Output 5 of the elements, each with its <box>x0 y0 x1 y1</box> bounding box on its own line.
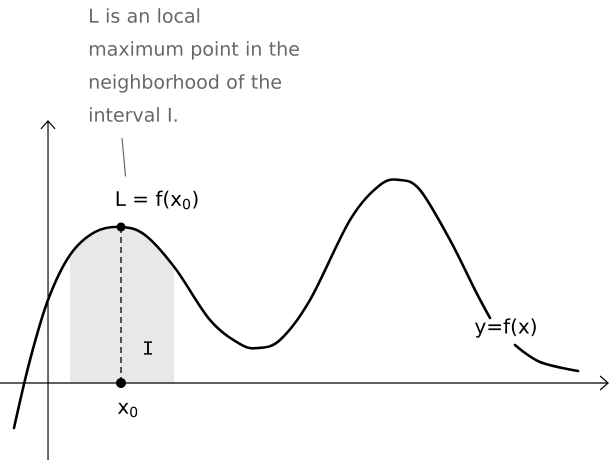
axis-label: x$_{0}$ <box>118 402 138 418</box>
point-label: L = f(x$_{0}$) <box>116 190 198 210</box>
leader-line <box>121 138 126 177</box>
function-label: y=f(x) <box>475 318 536 338</box>
annotation-text: L is an local maximum point in the neighborhood of the interval I. <box>90 8 299 122</box>
